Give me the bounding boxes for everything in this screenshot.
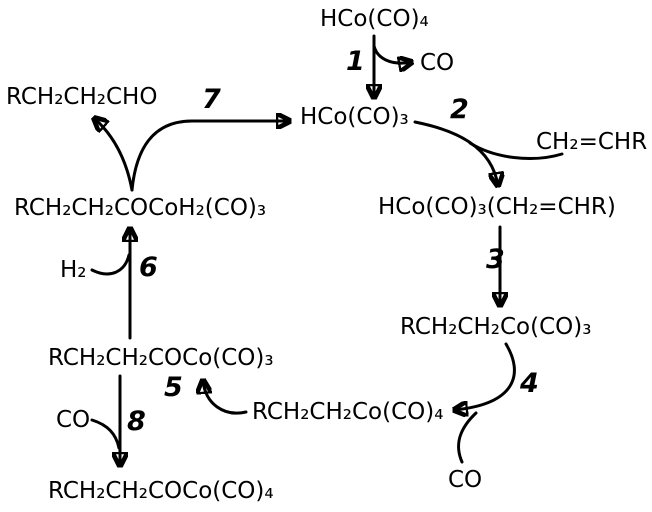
arrow-step-8-co-in: [90, 418, 121, 450]
species-alkene-complex: HCo(CO)₃(CH₂=CHR): [378, 194, 616, 220]
species-co-uptake-step8: CO: [56, 407, 91, 433]
species-catalyst-precursor: HCo(CO)₄: [320, 6, 429, 32]
arrow-step-7-return: [130, 121, 290, 192]
arrow-step-4: [454, 342, 516, 410]
species-acyl-dihydride: RCH₂CH₂COCoH₂(CO)₃: [14, 195, 267, 221]
step-label-6: 6: [139, 252, 158, 283]
step-label-2: 2: [450, 94, 469, 125]
arrow-step-6-h2-in: [90, 253, 131, 276]
arrow-step-4-co-in: [457, 411, 478, 464]
step-label-5: 5: [164, 372, 183, 403]
arrow-step-2-alkene-in: [468, 141, 564, 160]
arrow-step-1-co-out: [372, 44, 412, 63]
step-label-1: 1: [346, 46, 365, 77]
species-hydrogen: H₂: [60, 257, 87, 283]
step-label-8: 8: [127, 406, 146, 437]
species-aldehyde-product: RCH₂CH₂CHO: [6, 84, 158, 110]
species-acyl-tricarbonyl: RCH₂CH₂COCo(CO)₃: [48, 345, 274, 371]
step-label-7: 7: [202, 84, 221, 115]
arrow-step-2: [413, 120, 498, 186]
step-label-3: 3: [486, 244, 505, 275]
species-alkyl-tricarbonyl: RCH₂CH₂Co(CO)₃: [400, 314, 592, 340]
species-active-catalyst: HCo(CO)₃: [300, 104, 409, 130]
species-co-uptake-step4: CO: [448, 467, 483, 493]
species-co-released: CO: [420, 50, 455, 76]
species-acyl-tetracarbonyl: RCH₂CH₂COCo(CO)₄: [48, 478, 274, 504]
species-alkene: CH₂=CHR: [536, 129, 648, 155]
species-alkyl-tetracarbonyl: RCH₂CH₂Co(CO)₄: [252, 399, 444, 425]
arrow-step-5: [203, 380, 248, 415]
step-label-4: 4: [520, 368, 539, 399]
arrow-step-7-product-out: [94, 118, 134, 192]
